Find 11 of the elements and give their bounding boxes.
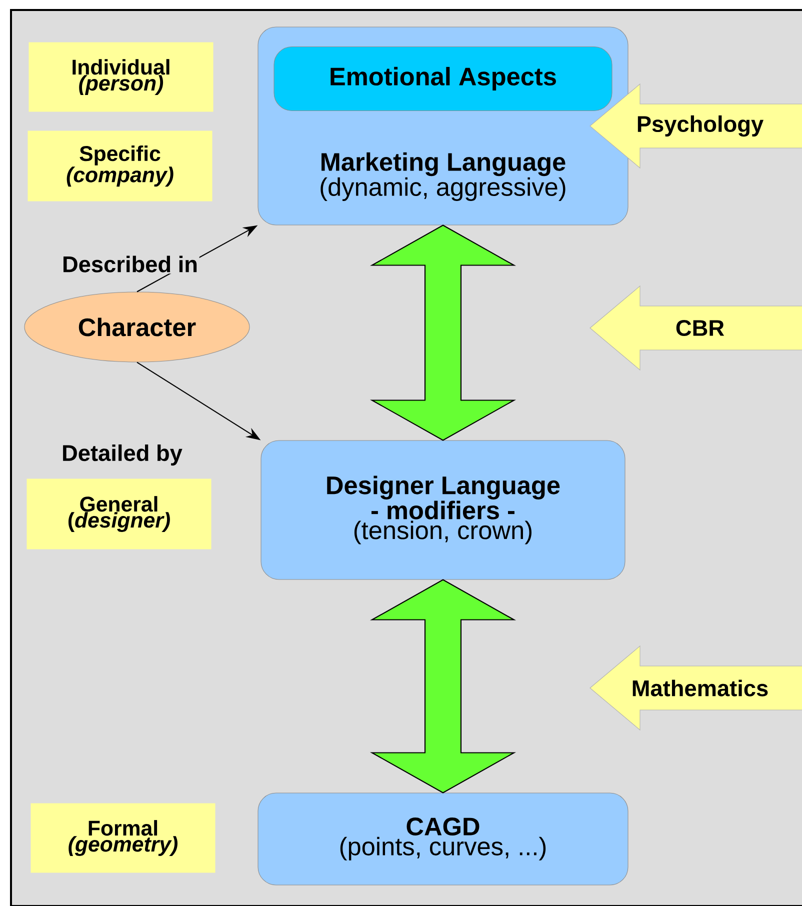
level-box: Individual (person) (28, 42, 214, 112)
level-box: Specific (company) (28, 130, 212, 202)
language-box: Designer Language - modifiers - (tension, crown) (260, 440, 626, 580)
level-box: General (designer) (26, 478, 212, 550)
edge-label: Detailed by (60, 443, 184, 467)
level-box: Formal (geometry) (30, 803, 216, 873)
double-arrow (370, 224, 516, 441)
edge-label: Described in (60, 254, 200, 274)
double-arrow (370, 579, 516, 794)
aspect-box: Emotional Aspects (274, 46, 612, 111)
language-box: CAGD (points, curves, ...) (258, 792, 628, 886)
